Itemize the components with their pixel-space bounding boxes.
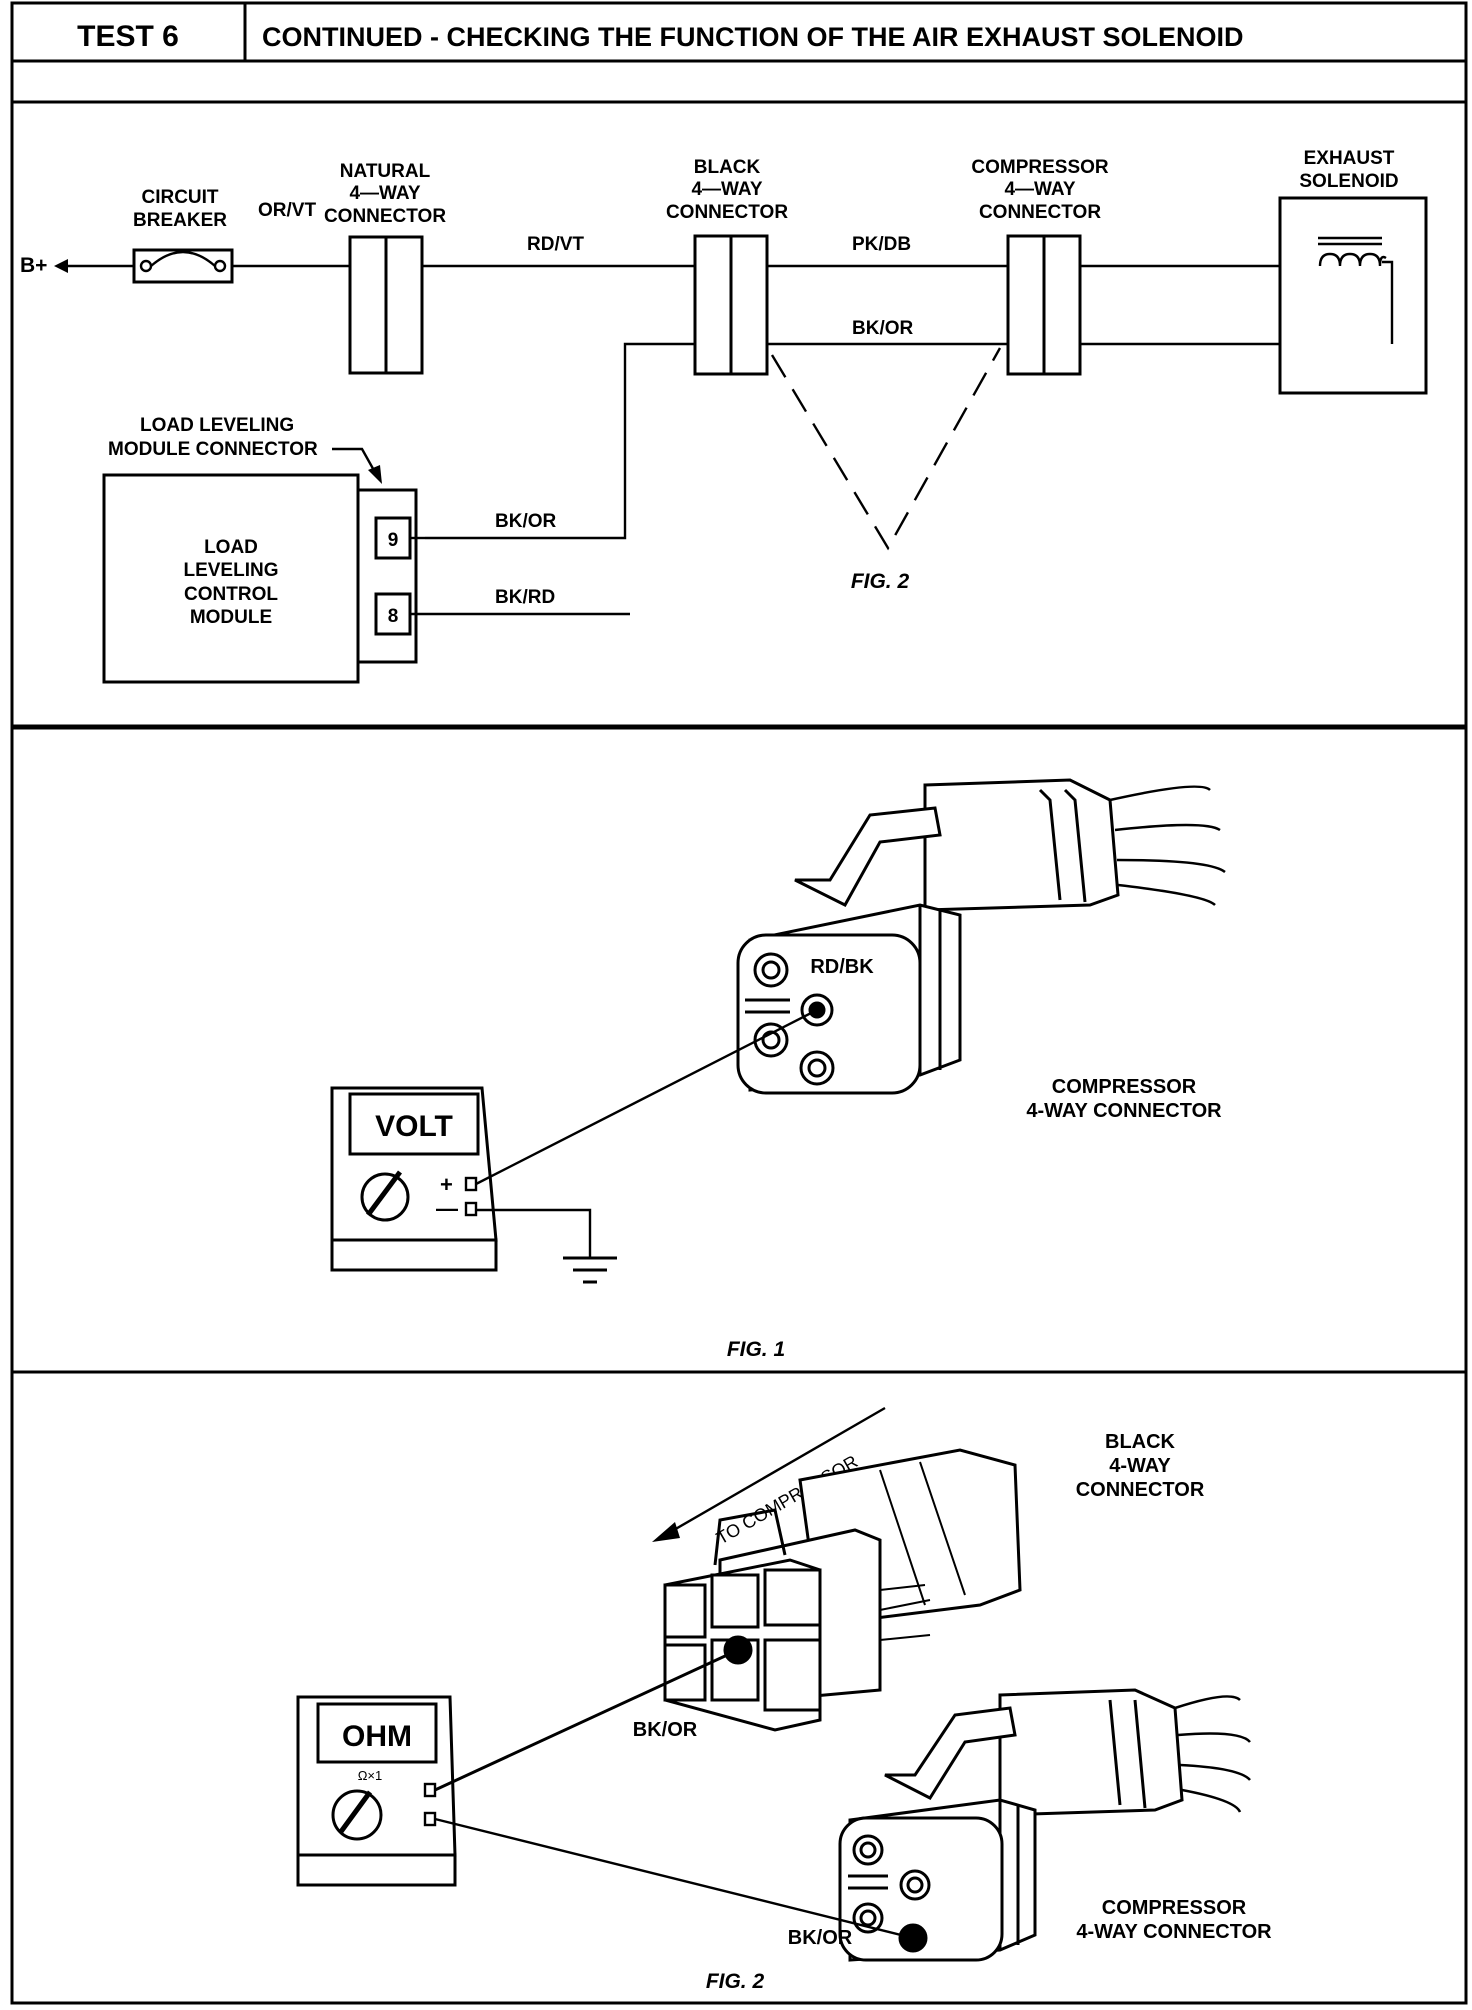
wire-bk-or-top: BK/OR xyxy=(852,318,914,339)
svg-text:COMPRESSOR: COMPRESSOR xyxy=(1102,1897,1247,1919)
fig2-probe-lead-2 xyxy=(434,1817,914,1940)
svg-text:CONNECTOR: CONNECTOR xyxy=(324,206,446,227)
svg-text:CONNECTOR: CONNECTOR xyxy=(666,202,788,223)
ohm-display: OHM xyxy=(342,1720,412,1753)
fig2-compressor-connector xyxy=(838,1688,1251,1962)
wire-pk-db: PK/DB xyxy=(852,234,911,255)
wire-bk-rd: BK/RD xyxy=(495,587,555,608)
svg-text:COMPRESSOR: COMPRESSOR xyxy=(971,157,1109,178)
pin-9: 9 xyxy=(388,530,399,551)
fig2-wire-label-bottom: BK/OR xyxy=(788,1927,853,1949)
svg-text:MODULE: MODULE xyxy=(190,607,272,628)
fig1-probe-lead xyxy=(475,1008,818,1186)
exhaust-solenoid: EXHAUST SOLENOID xyxy=(1278,148,1428,395)
b-plus-arrow xyxy=(54,259,68,273)
black-4-way-connector: BLACK 4—WAY CONNECTOR xyxy=(666,157,788,376)
svg-text:BLACK: BLACK xyxy=(694,157,761,178)
svg-text:BLACK: BLACK xyxy=(1105,1431,1176,1453)
svg-text:4-WAY CONNECTOR: 4-WAY CONNECTOR xyxy=(1026,1100,1222,1122)
compressor-4-way-connector: COMPRESSOR 4—WAY CONNECTOR xyxy=(971,157,1109,376)
svg-text:BREAKER: BREAKER xyxy=(133,210,227,231)
svg-text:CIRCUIT: CIRCUIT xyxy=(141,187,218,208)
volt-display: VOLT xyxy=(375,1110,453,1143)
svg-text:4—WAY: 4—WAY xyxy=(691,179,762,200)
svg-text:CONTROL: CONTROL xyxy=(184,584,278,605)
svg-text:CONNECTOR: CONNECTOR xyxy=(979,202,1101,223)
svg-text:SOLENOID: SOLENOID xyxy=(1299,171,1398,192)
svg-text:4—WAY: 4—WAY xyxy=(349,183,420,204)
schematic-fig-label: FIG. 2 xyxy=(851,570,910,593)
test-label: TEST 6 xyxy=(77,20,179,53)
svg-text:LEVELING: LEVELING xyxy=(183,560,278,581)
fig2-wire-label-top: BK/OR xyxy=(633,1719,698,1741)
fig1-wire-label: RD/BK xyxy=(810,956,874,978)
page-title: CONTINUED - CHECKING THE FUNCTION OF THE… xyxy=(262,22,1244,52)
svg-text:4-WAY: 4-WAY xyxy=(1109,1455,1171,1477)
fig2-label: FIG. 2 xyxy=(706,1970,765,1993)
wiring-schematic: B+ CIRCUIT BREAKER OR/VT NATURAL 4—WAY C… xyxy=(20,148,1428,684)
wire-rd-vt: RD/VT xyxy=(527,234,584,255)
ground-symbol xyxy=(563,1256,617,1284)
svg-text:CONNECTOR: CONNECTOR xyxy=(1076,1479,1205,1501)
fig1-ground-lead xyxy=(476,1208,592,1258)
fig1-compressor-connector xyxy=(736,778,1226,1095)
pin-8: 8 xyxy=(388,606,399,627)
svg-text:MODULE CONNECTOR: MODULE CONNECTOR xyxy=(108,439,318,460)
ohm-range: Ω×1 xyxy=(358,1768,383,1783)
svg-text:LOAD LEVELING: LOAD LEVELING xyxy=(140,415,294,436)
fig2-resistance-test: TO COMPRESSOR BLACK 4-WAY CONNECTOR BK/O… xyxy=(296,1406,1272,1993)
fig2-ohm-meter: OHM Ω×1 xyxy=(296,1695,457,1887)
fig2-pointer xyxy=(770,347,1002,551)
fig1-volt-meter: VOLT + — xyxy=(330,1086,498,1272)
fig1-voltage-test: RD/BK COMPRESSOR 4-WAY CONNECTOR VOLT + … xyxy=(330,778,1226,1361)
svg-text:4-WAY CONNECTOR: 4-WAY CONNECTOR xyxy=(1076,1921,1272,1943)
fig2-black-connector xyxy=(663,1448,1022,1732)
svg-text:LOAD: LOAD xyxy=(204,537,258,558)
natural-4-way-connector: NATURAL 4—WAY CONNECTOR xyxy=(324,161,446,375)
fig1-label: FIG. 1 xyxy=(727,1338,785,1361)
svg-text:EXHAUST: EXHAUST xyxy=(1304,148,1395,169)
svg-text:NATURAL: NATURAL xyxy=(340,161,431,182)
svg-text:+: + xyxy=(440,1172,453,1197)
fig2-probe-lead-1 xyxy=(434,1648,739,1792)
b-plus-label: B+ xyxy=(20,254,47,277)
svg-text:4—WAY: 4—WAY xyxy=(1004,179,1075,200)
wire-or-vt: OR/VT xyxy=(258,200,316,221)
wire-bk-or-module: BK/OR xyxy=(495,511,557,532)
svg-text:—: — xyxy=(436,1196,458,1221)
svg-text:COMPRESSOR: COMPRESSOR xyxy=(1052,1076,1197,1098)
circuit-breaker: CIRCUIT BREAKER xyxy=(132,187,234,284)
load-leveling-control-module: LOAD LEVELING MODULE CONNECTOR 9 8 LOAD … xyxy=(102,415,418,684)
